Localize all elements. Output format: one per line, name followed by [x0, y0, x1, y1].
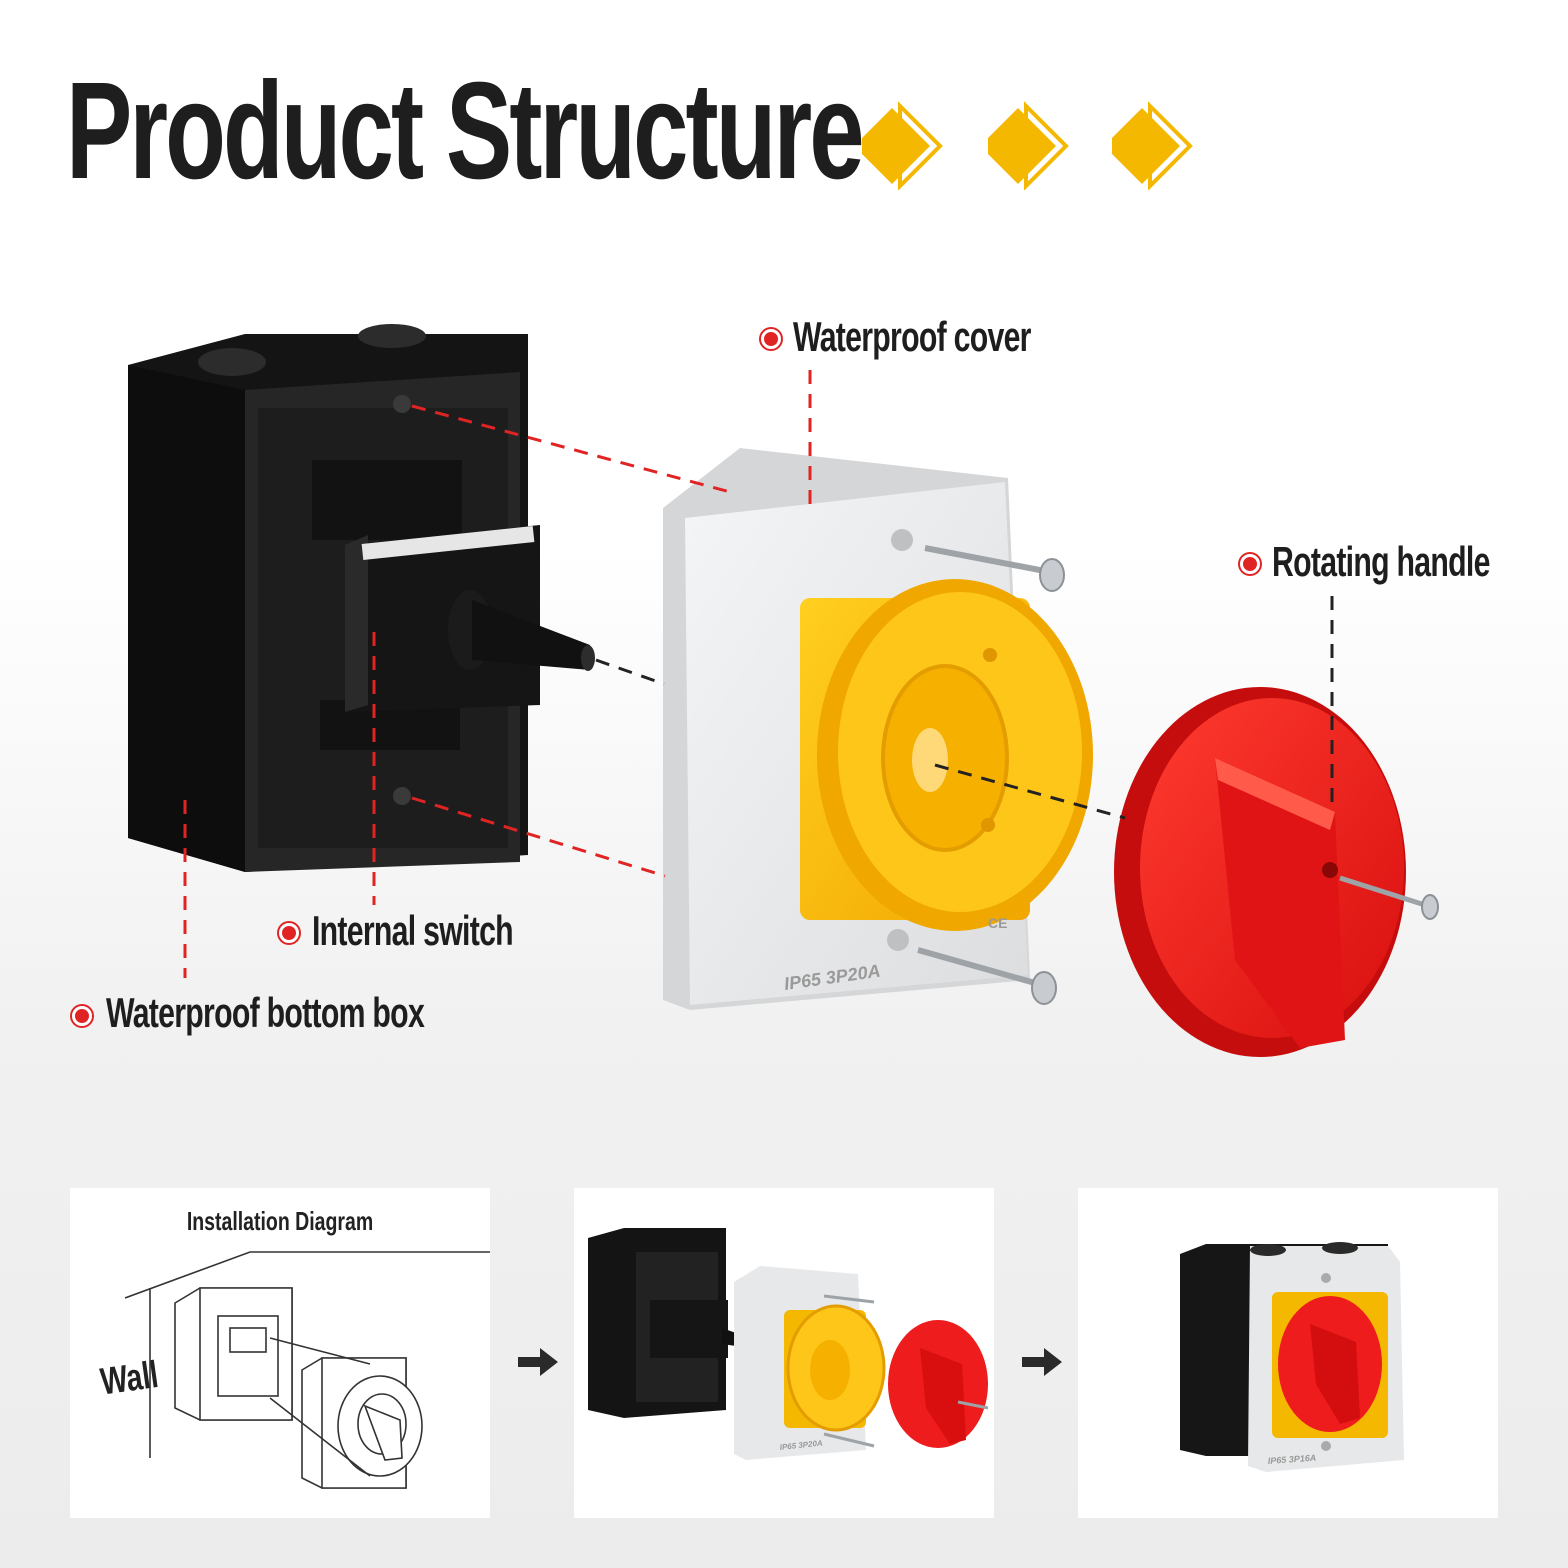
- ce-mark: CE: [988, 915, 1007, 931]
- installation-diagram-title: Installation Diagram: [186, 1206, 374, 1236]
- screw-bottom: [917, 947, 1057, 1005]
- diamond-deco-icon: [988, 101, 1069, 190]
- diamond-deco-icon: [862, 101, 943, 190]
- label-internal-switch: Internal switch: [312, 907, 514, 954]
- internal-switch: [312, 460, 595, 750]
- rotating-handle: [1114, 687, 1439, 1057]
- arrow-right-icon: [1022, 1348, 1062, 1376]
- screw-top: [924, 545, 1065, 592]
- callout-dot: [72, 1006, 92, 1026]
- arrow-right-icon: [518, 1348, 558, 1376]
- exploded-view-panel: IP65 3P20A: [574, 1188, 994, 1518]
- diamond-deco-icon: [1112, 101, 1193, 190]
- assembled-marking: IP65 3P16A: [1267, 1453, 1316, 1466]
- label-rotating-handle: Rotating handle: [1272, 538, 1490, 585]
- waterproof-cover: IP65 3P20A CE: [663, 448, 1093, 1010]
- callout-dot: [761, 329, 781, 349]
- exploded-view-illustration: IP65 3P20A CE: [128, 324, 1439, 1057]
- callout-dot: [1240, 554, 1260, 574]
- installation-diagram-panel: Installation Diagram Wall: [70, 1188, 490, 1518]
- label-waterproof-bottom-box: Waterproof bottom box: [106, 989, 425, 1036]
- installation-line-drawing: [124, 1251, 490, 1489]
- label-waterproof-cover: Waterproof cover: [793, 313, 1031, 360]
- assembled-view-panel: IP65 3P16A: [1078, 1188, 1498, 1518]
- page-title: Product Structure: [66, 54, 865, 208]
- callout-dot: [279, 923, 299, 943]
